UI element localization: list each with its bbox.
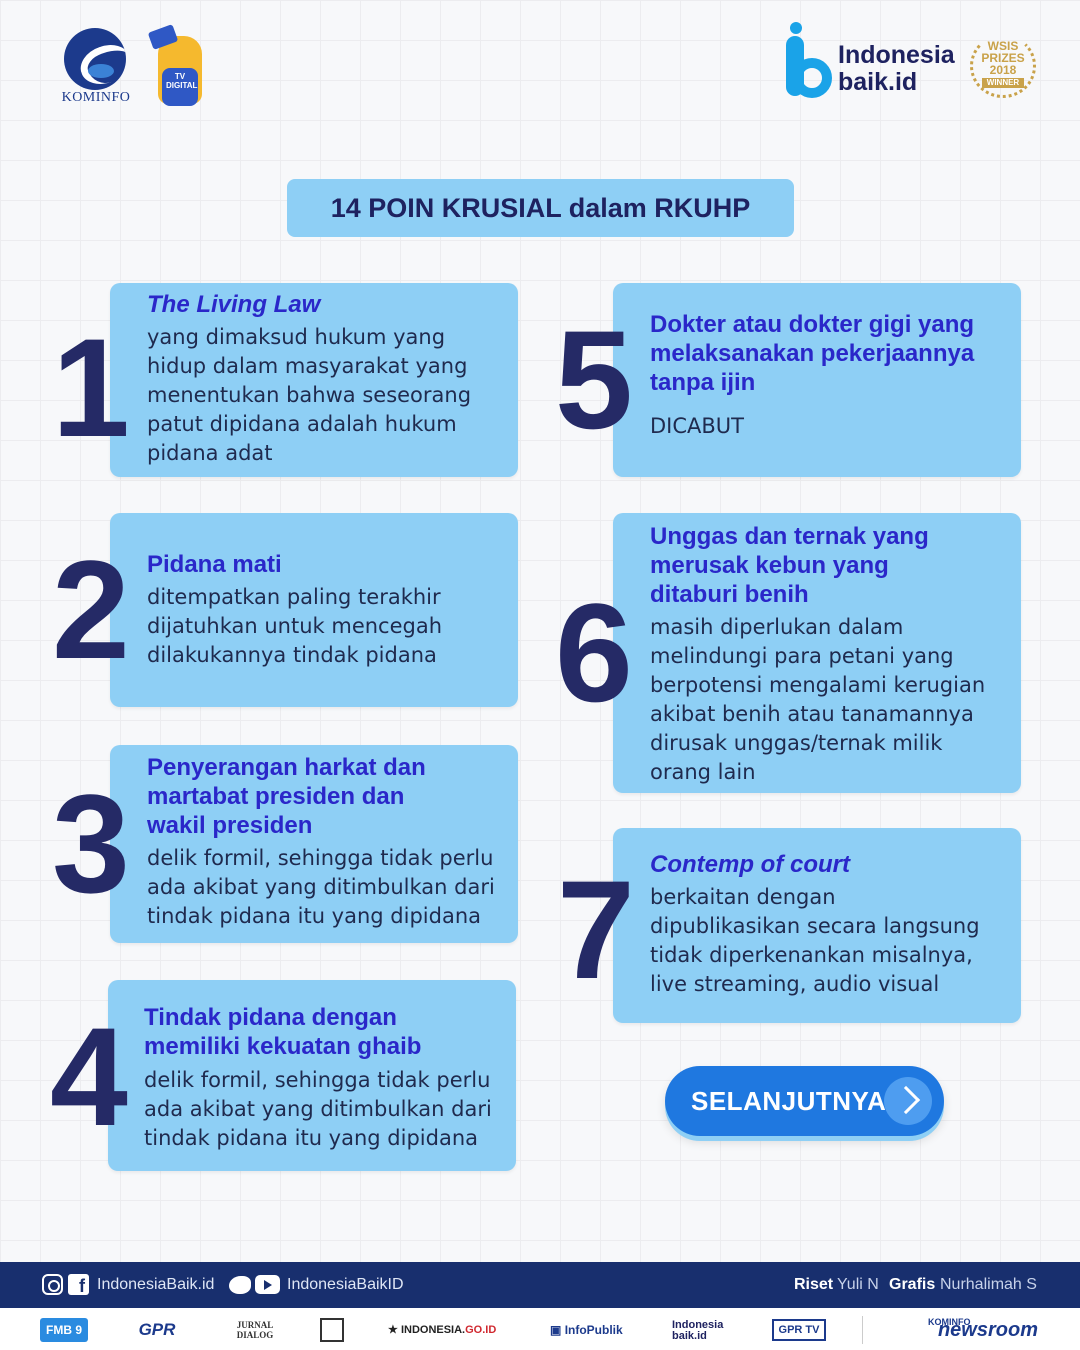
point-number-3: 3 <box>52 765 130 922</box>
next-button[interactable]: SELANJUTNYA <box>665 1066 944 1136</box>
laurel-icon <box>970 34 1036 98</box>
brand-line-1: Indonesia <box>838 41 955 69</box>
point-desc-5: DICABUT <box>650 414 744 438</box>
point-card-4 <box>108 980 516 1171</box>
brand-name: Indonesia baik.id <box>838 42 955 96</box>
point-card-3 <box>110 745 518 943</box>
point-title-4: Tindak pidana dengan memiliki kekuatan g… <box>144 1004 422 1060</box>
ib-small-line-1: Indonesia <box>672 1319 724 1331</box>
fmb9-logo: FMB 9 <box>40 1318 88 1342</box>
point-desc-3: delik formil, sehingga tidak perlu ada a… <box>147 846 495 928</box>
point-desc-2: ditempatkan paling terakhir dijatuhkan u… <box>147 585 443 667</box>
indonesia-go-id-text-a: INDONESIA. <box>400 1324 466 1336</box>
page-title: 14 POIN KRUSIAL dalam RKUHP <box>287 179 794 237</box>
point-desc-6: masih diperlukan dalam melindungi para p… <box>650 615 986 784</box>
wsis-award-badge: WSIS PRIZES 2018 WINNER <box>968 30 1038 104</box>
ib-logo-icon <box>790 22 802 34</box>
partner-logos-strip: FMB 9 GPR JURNAL DIALOG ★ INDONESIA.GO.I… <box>0 1308 1080 1350</box>
indonesiabaik-logo: Indonesia baik.id <box>786 22 966 102</box>
infopublik-logo: ▣ InfoPublik <box>550 1318 634 1342</box>
twitter-icon[interactable] <box>229 1276 251 1294</box>
brand-line-2: baik.id <box>838 68 918 96</box>
social-handle-2[interactable]: IndonesiaBaikID <box>287 1276 404 1293</box>
gpr-logo: GPR <box>138 1320 176 1339</box>
point-number-6: 6 <box>555 574 633 731</box>
riset-name: Yuli N <box>837 1276 879 1293</box>
point-number-4: 4 <box>50 998 128 1155</box>
point-title-5: Dokter atau dokter gigi yang melaksanaka… <box>650 311 975 396</box>
point-card-2 <box>110 513 518 707</box>
point-number-2: 2 <box>52 531 130 688</box>
youtube-icon[interactable] <box>255 1275 280 1294</box>
point-card-7 <box>613 828 1021 1023</box>
garuda-icon: ★ <box>388 1324 398 1336</box>
facebook-icon[interactable]: f <box>68 1274 89 1296</box>
newsroom-text: newsroom <box>937 1319 1038 1341</box>
indonesia-go-id-text-b: GO.ID <box>465 1324 497 1336</box>
point-desc-4: delik formil, sehingga tidak perlu ada a… <box>144 1068 492 1150</box>
footer-bar: f IndonesiaBaik.id IndonesiaBaikID Riset… <box>0 1262 1080 1308</box>
point-desc-7: berkaitan dengan dipublikasikan secara l… <box>650 885 980 996</box>
point-number-5: 5 <box>555 301 633 458</box>
point-title-7: Contemp of court <box>650 851 850 878</box>
social-handle-1[interactable]: IndonesiaBaik.id <box>97 1276 215 1293</box>
point-card-5 <box>613 283 1021 477</box>
point-title-6: Unggas dan ternak yang merusak kebun yan… <box>650 523 929 608</box>
newsroom-top-text: KOMINFO <box>928 1317 971 1327</box>
point-title-2: Pidana mati <box>147 551 282 578</box>
logo-divider <box>862 1316 863 1344</box>
gpr-tv-logo: GPR TV <box>772 1319 826 1341</box>
jurnal-dialog-logo: JURNAL DIALOG <box>236 1320 274 1340</box>
point-number-1: 1 <box>52 309 130 466</box>
riset-label: Riset <box>794 1276 834 1293</box>
indonesiabaik-small-logo: Indonesia baik.id <box>672 1320 734 1344</box>
kominfo-newsroom-logo: KOMINFO newsroom <box>900 1317 1038 1342</box>
point-card-1 <box>110 283 518 477</box>
kominfo-label: KOMINFO <box>61 90 131 105</box>
infopublik-text: InfoPublik <box>564 1323 623 1337</box>
infopublik-icon: ▣ <box>550 1323 562 1337</box>
ib-small-line-2: baik.id <box>672 1330 707 1342</box>
komunika-logo-icon <box>320 1318 344 1342</box>
point-desc-1: yang dimaksud hukum yang hidup dalam mas… <box>147 325 472 465</box>
mascot-text: TV DIGITAL <box>166 72 198 90</box>
point-title-1: The Living Law <box>147 291 321 318</box>
indonesia-go-id-logo: ★ INDONESIA.GO.ID <box>388 1318 514 1342</box>
kominfo-logo: KOMINFO <box>56 28 136 108</box>
instagram-icon[interactable] <box>42 1274 63 1295</box>
next-button-label: SELANJUTNYA <box>691 1086 887 1116</box>
next-arrow-circle[interactable] <box>884 1077 932 1125</box>
grafis-name: Nurhalimah S <box>940 1276 1037 1293</box>
tv-digital-mascot-icon: TV DIGITAL <box>147 24 210 108</box>
point-title-3: Penyerangan harkat dan martabat presiden… <box>147 754 426 839</box>
grafis-label: Grafis <box>889 1276 936 1293</box>
kominfo-emblem-icon <box>64 28 126 90</box>
point-number-7: 7 <box>557 851 635 1008</box>
point-card-6 <box>613 513 1021 793</box>
